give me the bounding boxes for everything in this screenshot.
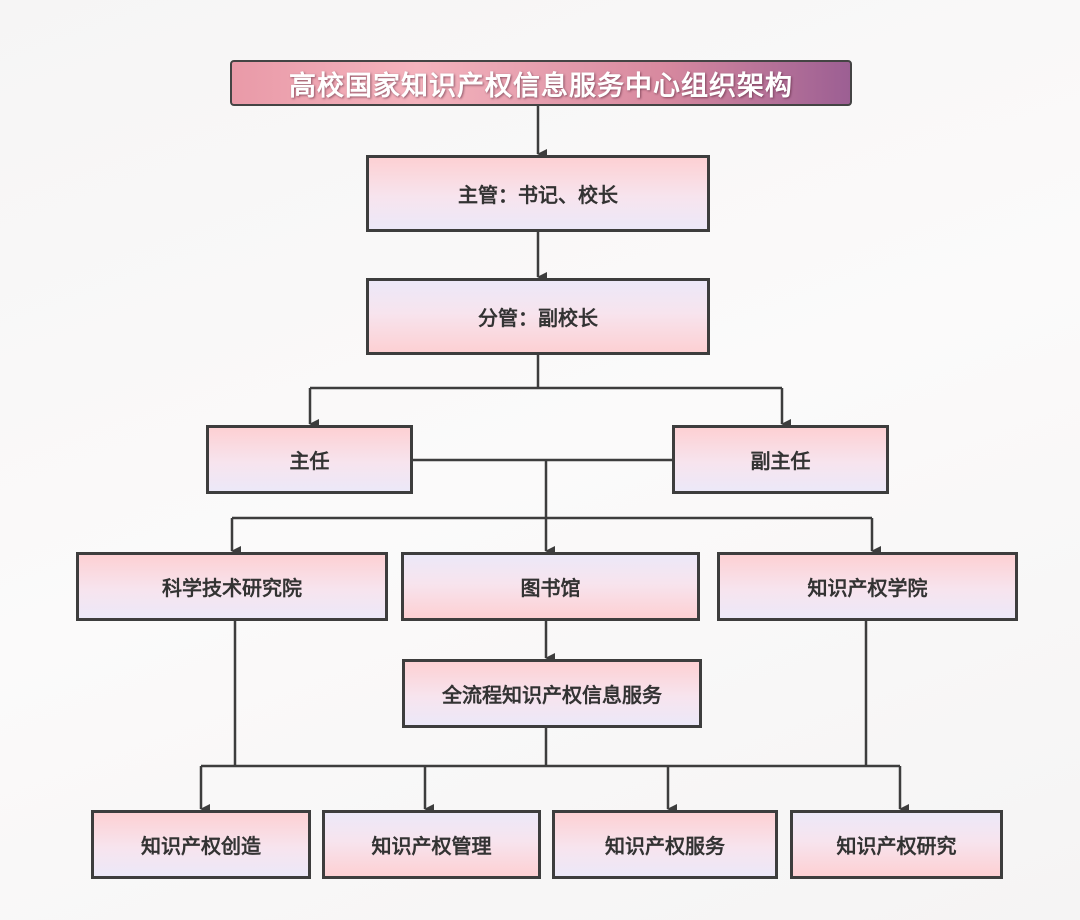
node-deputy-supervisor: 分管：副校长: [366, 278, 710, 355]
node-supervisor: 主管：书记、校长: [366, 155, 710, 232]
diagram-title: 高校国家知识产权信息服务中心组织架构: [230, 60, 852, 106]
node-deputy-director: 副主任: [672, 425, 889, 494]
node-ip-service: 知识产权服务: [552, 810, 778, 879]
node-ip-management: 知识产权管理: [322, 810, 541, 879]
node-director: 主任: [206, 425, 413, 494]
node-full-process-service: 全流程知识产权信息服务: [402, 659, 702, 728]
node-sci-tech-institute: 科学技术研究院: [76, 552, 388, 621]
node-library: 图书馆: [401, 552, 700, 621]
node-ip-research: 知识产权研究: [790, 810, 1003, 879]
node-ip-creation: 知识产权创造: [91, 810, 311, 879]
node-ip-college: 知识产权学院: [717, 552, 1018, 621]
